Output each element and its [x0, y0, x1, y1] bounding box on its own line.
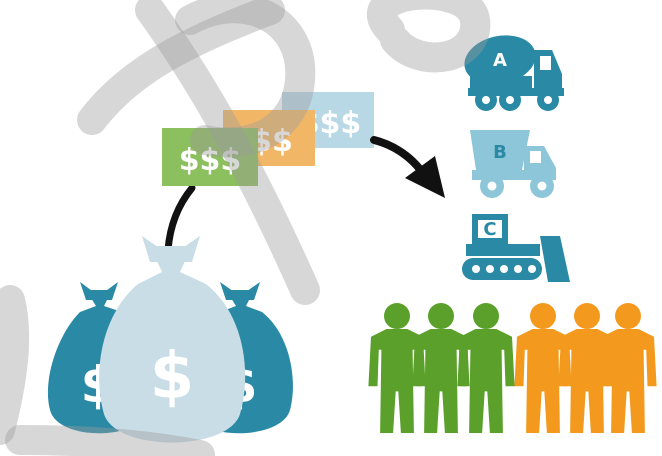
bills-to-vehicles-arrow — [370, 136, 445, 198]
bill-1: $$$ — [162, 128, 258, 186]
watermark — [0, 0, 491, 456]
bill-stack: $$$ $$ $$$ — [162, 92, 374, 186]
vehicles: A B C — [462, 35, 570, 282]
bags-to-bills-arrow — [164, 184, 196, 254]
money-bag-center: $ — [99, 236, 246, 443]
bill-2: $$ — [223, 110, 315, 166]
money-bags: $ $ $ — [47, 236, 293, 443]
concrete-mixer-truck-icon: A — [464, 35, 564, 111]
bulldozer-icon: C — [462, 214, 570, 282]
vehicle-a-label: A — [493, 50, 507, 71]
vehicle-b-label: B — [493, 142, 507, 163]
dump-truck-icon: B — [470, 130, 556, 198]
bill-1-text: $$$ — [179, 143, 242, 178]
money-bag-center-symbol: $ — [150, 340, 195, 414]
vehicle-c-label: C — [483, 219, 496, 240]
bill-2-text: $$ — [251, 124, 293, 159]
